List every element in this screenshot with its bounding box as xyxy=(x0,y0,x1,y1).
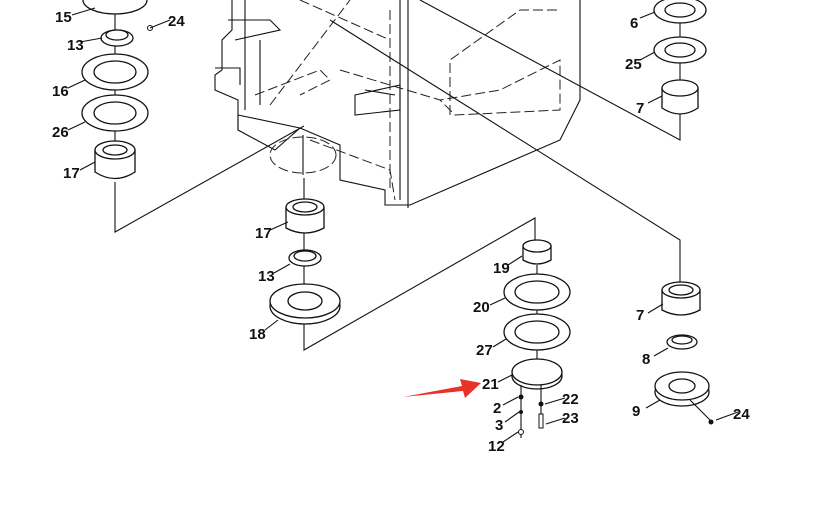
leader-line-right xyxy=(329,19,681,285)
callout-12: 12 xyxy=(488,438,505,455)
callout-17: 17 xyxy=(255,225,272,242)
axis-lines xyxy=(114,0,538,380)
callout-25: 25 xyxy=(625,56,642,73)
leader-line-left xyxy=(114,125,305,233)
frame-body xyxy=(214,0,581,208)
callout-27: 27 xyxy=(476,342,493,359)
callout-15: 15 xyxy=(55,9,72,26)
callout-7: 7 xyxy=(636,307,644,324)
callout-7: 7 xyxy=(636,100,644,117)
callout-20: 20 xyxy=(473,299,490,316)
left-stack xyxy=(81,0,153,180)
callout-18: 18 xyxy=(249,326,266,343)
callout-22: 22 xyxy=(562,391,579,408)
center-stack xyxy=(269,198,341,325)
callout-16: 16 xyxy=(52,83,69,100)
callout-23: 23 xyxy=(562,410,579,427)
callout-19: 19 xyxy=(493,260,510,277)
leader-ticks xyxy=(67,7,739,443)
callout-2: 2 xyxy=(493,400,501,417)
callout-13: 13 xyxy=(67,37,84,54)
callout-26: 26 xyxy=(52,124,69,141)
highlight-arrow xyxy=(403,379,481,398)
callout-24: 24 xyxy=(168,13,185,30)
callout-24: 24 xyxy=(733,406,750,423)
callout-8: 8 xyxy=(642,351,650,368)
callout-9: 9 xyxy=(632,403,640,420)
callout-6: 6 xyxy=(630,15,638,32)
callout-13: 13 xyxy=(258,268,275,285)
right-stack xyxy=(653,0,714,425)
lower-center-stack xyxy=(503,239,571,438)
callout-21: 21 xyxy=(482,376,499,393)
callout-17: 17 xyxy=(63,165,80,182)
callout-3: 3 xyxy=(495,417,503,434)
